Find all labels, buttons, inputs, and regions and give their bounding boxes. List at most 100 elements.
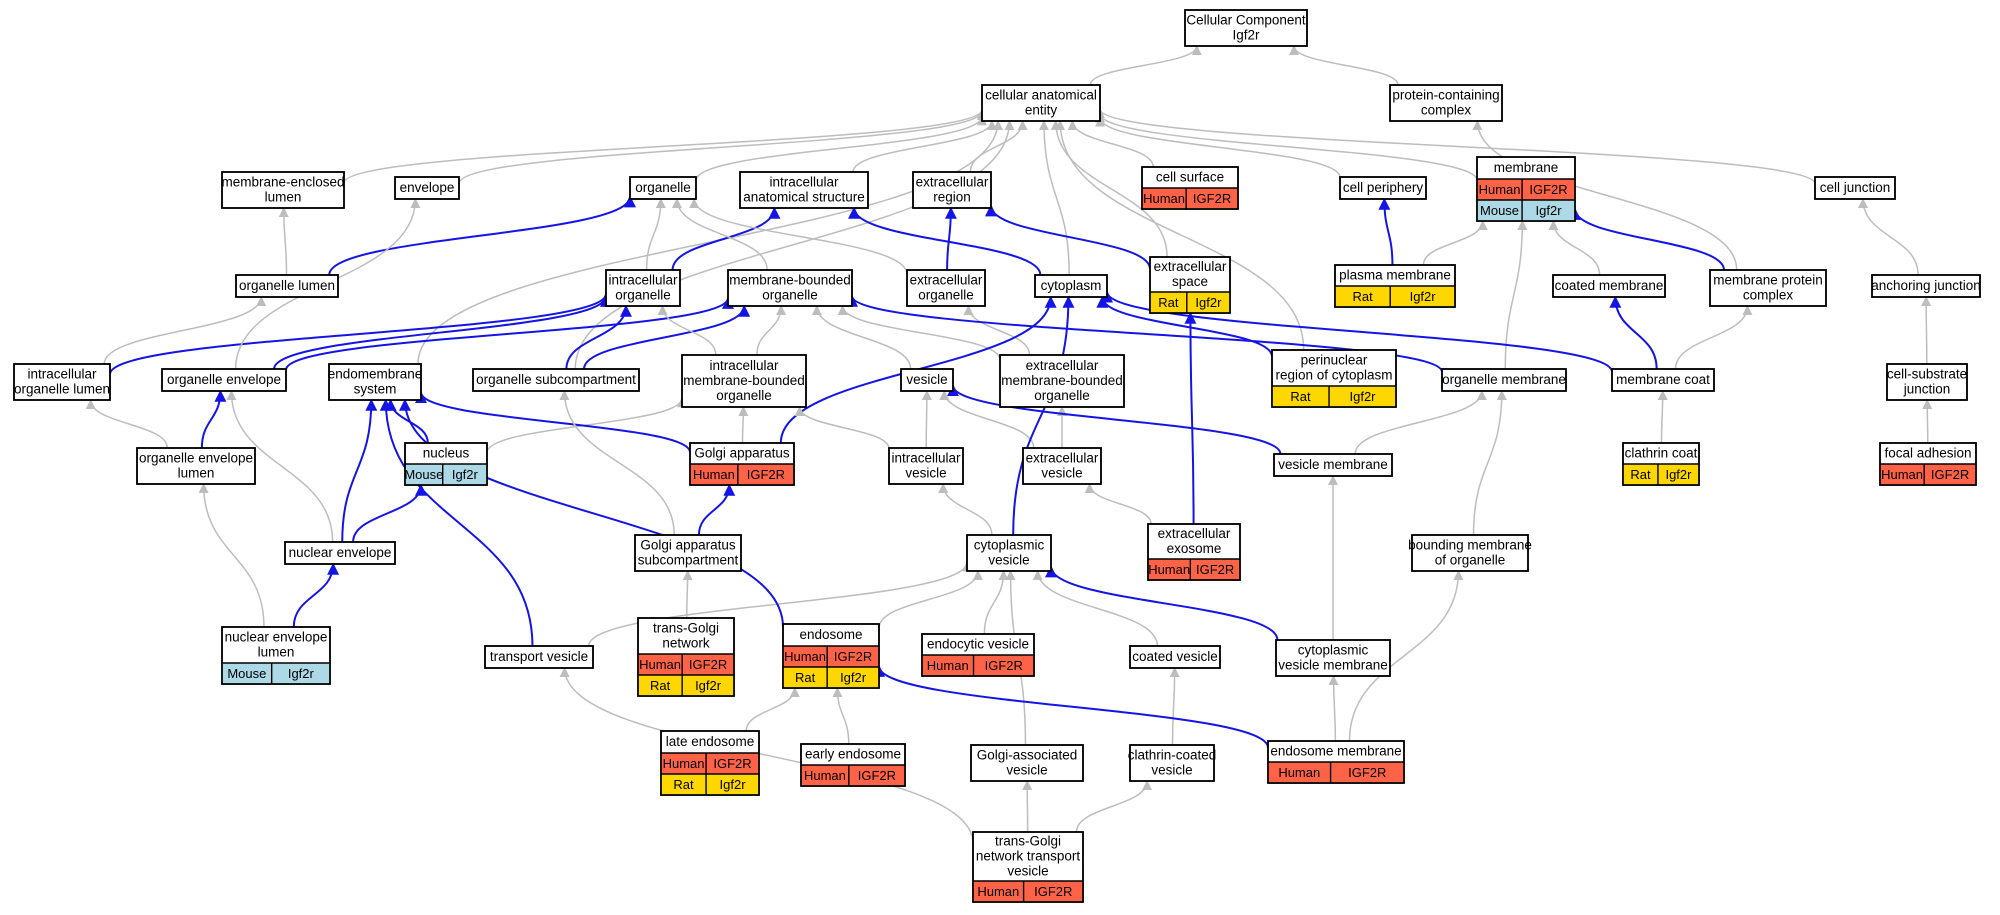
edge-clcoat-to-mcoat-is-a	[1657, 390, 1668, 444]
node-outline	[900, 368, 954, 392]
node-label: coated vesicle	[1132, 649, 1218, 664]
node-cj[interactable]: cell junction	[1814, 176, 1896, 200]
node-label: membrane-bounded	[683, 373, 805, 388]
node-outline	[921, 633, 1035, 677]
edge-ne-to-oenv-is-a	[226, 390, 334, 543]
species-name: Human	[663, 756, 705, 771]
node-label: nuclear envelope	[225, 630, 328, 645]
edge-endosome-to-endo-part-of	[398, 398, 784, 628]
species-row-human	[922, 655, 1034, 676]
node-outline	[136, 447, 256, 485]
node-orgm[interactable]: organelle membrane	[1441, 368, 1567, 392]
gene-symbol: Igf2r	[1410, 289, 1437, 304]
node-mcoat[interactable]: membrane coat	[1611, 368, 1715, 392]
node-osub[interactable]: organelle subcompartment	[472, 368, 640, 392]
node-label: nuclear envelope	[289, 545, 392, 560]
node-vesicle[interactable]: vesicle	[900, 368, 954, 392]
edge-gas-to-golgi-part-of	[697, 483, 736, 536]
node-box	[681, 354, 807, 408]
node-box	[136, 447, 256, 485]
node-vm[interactable]: vesicle membrane	[1273, 453, 1393, 477]
edge-coatv-to-cv-is-a	[1032, 570, 1159, 647]
edge-exr-to-cae-is-a	[969, 120, 1028, 173]
node-label: endosome	[799, 627, 862, 642]
node-outline	[472, 368, 640, 392]
species-row-human	[638, 654, 734, 675]
node-coatv[interactable]: coated vesicle	[1129, 645, 1221, 669]
node-oenv[interactable]: organelle envelope	[161, 368, 287, 392]
edge-embo-to-mbo-is-a	[837, 305, 1001, 361]
species-row-mouse	[222, 663, 330, 684]
node-label: vesicle	[1007, 864, 1048, 879]
node-aj[interactable]: anchoring junction	[1871, 274, 1981, 298]
edge-gas-to-osub-is-a	[559, 390, 676, 536]
node-cper[interactable]: cell periphery	[1339, 176, 1427, 200]
node-label: perinuclear	[1301, 353, 1368, 368]
node-label: junction	[1903, 382, 1951, 397]
node-label: transport vesicle	[490, 649, 588, 664]
node-label: extracellular	[1158, 526, 1231, 541]
node-orgl[interactable]: organelle lumen	[235, 274, 339, 298]
node-org[interactable]: organelle	[629, 176, 697, 200]
edge-intorg-to-ias-part-of	[671, 206, 781, 271]
species-row-human	[973, 881, 1083, 902]
node-coatm[interactable]: coated membrane	[1552, 274, 1666, 298]
species-row-rat	[783, 667, 879, 688]
node-outline	[660, 730, 760, 796]
edge-exo-to-exsp-part-of	[1184, 311, 1197, 525]
node-label: organelle	[635, 180, 691, 195]
node-label: early endosome	[805, 747, 901, 762]
node-outline	[161, 368, 287, 392]
node-env[interactable]: envelope	[394, 176, 460, 200]
node-outline	[1334, 264, 1456, 308]
gene-symbol: IGF2R	[1193, 191, 1231, 206]
node-ne[interactable]: nuclear envelope	[284, 541, 396, 565]
node-cyto[interactable]: cytoplasm	[1034, 274, 1108, 298]
node-outline	[221, 171, 345, 209]
species-name: Human	[1148, 562, 1190, 577]
node-tv[interactable]: transport vesicle	[484, 645, 594, 669]
